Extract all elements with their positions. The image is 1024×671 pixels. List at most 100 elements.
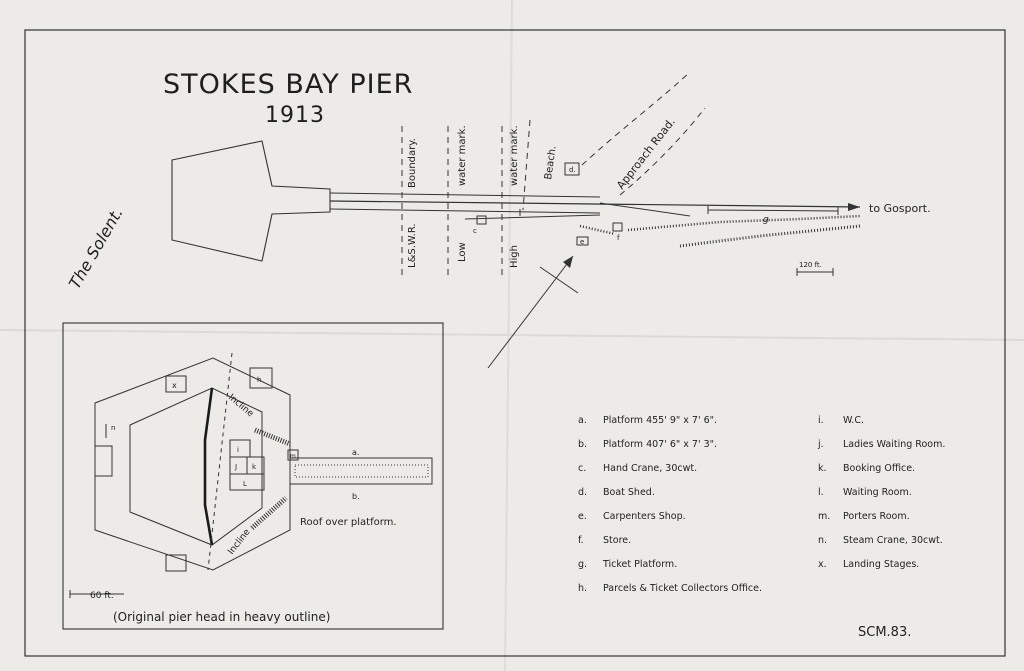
legend-key-b: b.: [578, 439, 587, 450]
legend-key-n: n.: [818, 535, 827, 546]
collectors-office: [249, 367, 273, 389]
map-border: [24, 29, 1006, 657]
approach-road-label: Approach Road.: [614, 115, 678, 191]
porters-room: [287, 449, 299, 461]
legend-text-h: Parcels & Ticket Collectors Office.: [603, 583, 762, 594]
incline-label: Incline: [226, 393, 255, 420]
paper-fold: [0, 329, 1024, 341]
legend-key-l: l.: [818, 487, 824, 498]
inset-divider: [207, 352, 233, 571]
sea-label: The Solent.: [65, 204, 127, 292]
letter-m: m: [290, 453, 296, 460]
roof-note: Roof over platform.: [300, 517, 397, 528]
pier-deck-edge: [329, 192, 601, 198]
beach-line: [522, 119, 531, 211]
north-arrow-cross: [539, 266, 579, 294]
landing-stage: [165, 554, 187, 572]
ladies-waiting-room: [229, 456, 248, 475]
paper-fold: [504, 0, 513, 671]
railway-line: [329, 200, 861, 208]
letter-j: J: [234, 463, 237, 471]
legend-key-m: m.: [818, 511, 830, 522]
direction-arrow: [848, 203, 860, 211]
main-scale-label: 120 ft.: [799, 261, 822, 269]
legend-key-a: a.: [578, 415, 587, 426]
letter-n: n: [111, 424, 115, 432]
boundary-label-2: L&S.W.R.: [407, 223, 418, 268]
legend-text-e: Carpenters Shop.: [603, 511, 686, 522]
north-arrow-head: [563, 256, 573, 268]
legend-text-f: Store.: [603, 535, 631, 546]
legend-key-d: d.: [578, 487, 587, 498]
original-pier-head: [203, 387, 214, 546]
legend-key-h: h.: [578, 583, 587, 594]
approach-road-edge: [619, 107, 706, 196]
incline-steps: [250, 496, 288, 530]
legend-text-d: Boat Shed.: [603, 487, 655, 498]
beach-label: Beach.: [543, 145, 559, 180]
approach-road-edge: [581, 71, 691, 166]
letter-f: f: [617, 234, 620, 242]
ticket-platform: [707, 209, 839, 212]
low-water-label-2: Low: [457, 242, 468, 262]
signature: SCM.83.: [858, 625, 911, 640]
legend-text-c: Hand Crane, 30cwt.: [603, 463, 697, 474]
letter-x: x: [172, 381, 177, 390]
inset-frame: [62, 322, 444, 630]
legend-text-a: Platform 455' 9" x 7' 6".: [603, 415, 717, 426]
legend-text-g: Ticket Platform.: [602, 559, 677, 570]
landing-stage: [94, 445, 113, 477]
legend-key-e: e.: [578, 511, 587, 522]
legend-key-f: f.: [578, 535, 584, 546]
wc: [229, 439, 251, 458]
siding: [599, 202, 691, 217]
carpenters-shop: [576, 236, 589, 246]
inset-track: [294, 464, 429, 478]
hand-crane: [476, 215, 487, 225]
legend-text-n: Steam Crane, 30cwt.: [843, 535, 943, 546]
pier-deck-edge: [329, 208, 601, 214]
legend-right: i. W.C. j. Ladies Waiting Room. k. Booki…: [817, 415, 945, 570]
landing-stage: [165, 375, 187, 393]
pier-head-outline: [171, 140, 331, 262]
letter-e: e: [580, 238, 584, 246]
north-arrow: [487, 255, 574, 369]
siding: [464, 214, 601, 220]
high-water-label: water mark.: [509, 125, 520, 186]
embankment: [579, 224, 616, 236]
legend-text-k: Booking Office.: [843, 463, 915, 474]
boat-shed: [564, 162, 580, 176]
waiting-room: [229, 473, 265, 491]
incline-steps: [254, 427, 291, 447]
pier-head-outer: [94, 357, 291, 571]
letter-a: a.: [352, 448, 359, 457]
letter-h: h: [257, 376, 261, 384]
legend-key-k: k.: [818, 463, 827, 474]
inset-scale-label: 60 ft.: [90, 591, 114, 601]
letter-k: k: [252, 463, 257, 471]
letter-c: c: [473, 227, 477, 235]
legend-key-c: c.: [578, 463, 586, 474]
letter-d: d.: [569, 166, 576, 174]
store: [612, 222, 623, 232]
legend-key-g: g.: [578, 559, 587, 570]
legend-text-m: Porters Room.: [843, 511, 910, 522]
map-title: STOKES BAY PIER: [163, 69, 413, 100]
legend-text-i: W.C.: [843, 415, 864, 426]
high-water-label-2: High: [509, 245, 520, 268]
boundary-label: Boundary.: [407, 138, 418, 188]
letter-i: i: [237, 446, 239, 454]
legend-key-i: i.: [818, 415, 824, 426]
legend-left: a. Platform 455' 9" x 7' 6". b. Platform…: [578, 415, 762, 594]
letter-l: L: [243, 480, 247, 488]
inset-caption: (Original pier head in heavy outline): [113, 610, 330, 624]
pier-platforms: [289, 457, 433, 485]
legend-text-l: Waiting Room.: [843, 487, 912, 498]
legend-text-b: Platform 407' 6" x 7' 3".: [603, 439, 717, 450]
letter-b: b.: [352, 492, 360, 501]
legend-key-j: j.: [817, 439, 824, 450]
destination-label: to Gosport.: [869, 202, 931, 215]
embankment: [627, 214, 861, 232]
